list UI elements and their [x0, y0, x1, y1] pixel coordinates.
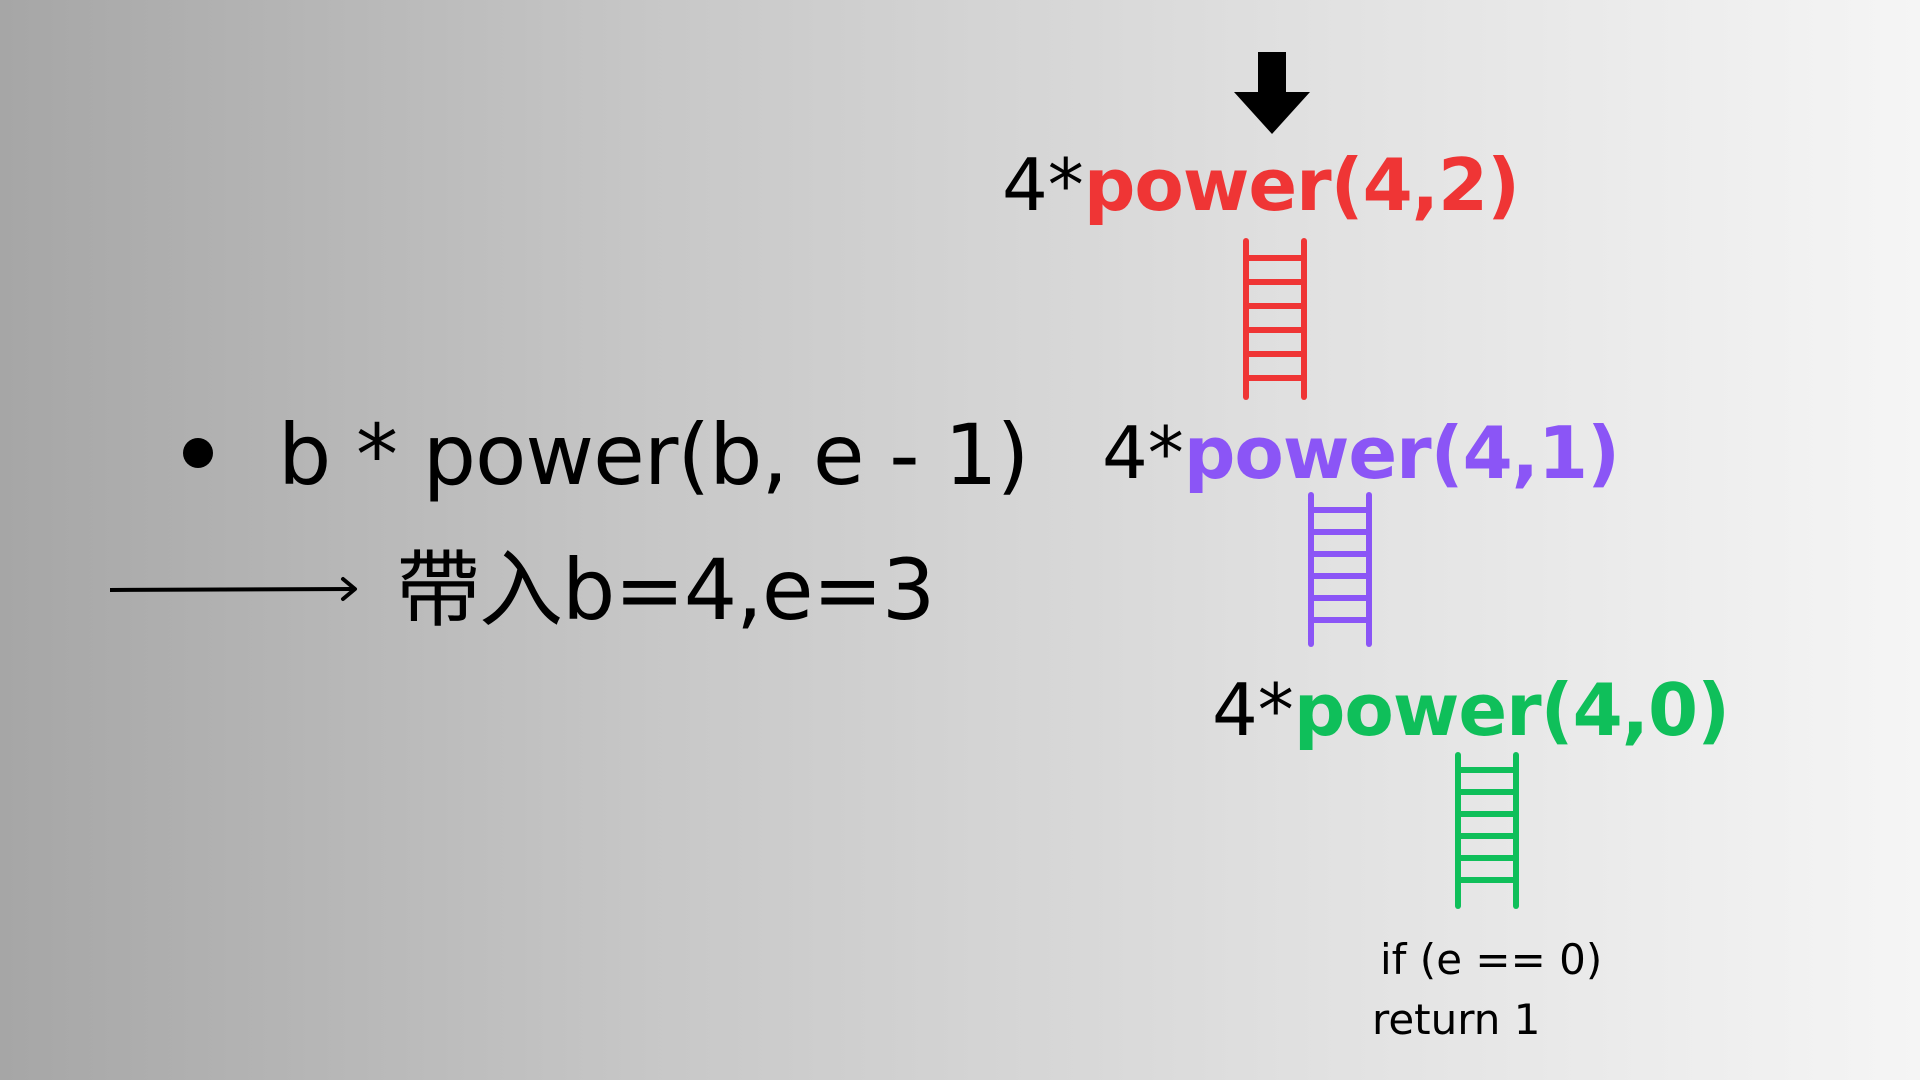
- base-case-condition: if (e == 0): [1380, 935, 1603, 984]
- call-prefix: 4*: [1102, 411, 1184, 495]
- call-function: power(4,0): [1293, 668, 1730, 752]
- call-function: power(4,2): [1083, 143, 1520, 227]
- call-prefix: 4*: [1212, 668, 1294, 752]
- base-case-code: if (e == 0) return 1: [1372, 930, 1603, 1050]
- call-power-4-0: 4*power(4,0): [1212, 665, 1730, 755]
- down-arrow-icon: [1234, 52, 1310, 134]
- recursive-formula: b * power(b, e - 1): [278, 406, 1029, 504]
- call-power-4-1: 4*power(4,1): [1102, 408, 1620, 498]
- right-arrow-icon: [110, 577, 357, 601]
- call-power-4-2: 4*power(4,2): [1002, 140, 1520, 230]
- ladder-icon: [1455, 752, 1519, 909]
- ladder-icon: [1243, 238, 1307, 400]
- bullet-icon: [183, 438, 213, 468]
- base-case-return: return 1: [1372, 995, 1541, 1044]
- call-prefix: 4*: [1002, 143, 1084, 227]
- substitution-text: 帶入b=4,e=3: [396, 541, 935, 639]
- ladder-icon: [1308, 492, 1372, 647]
- call-function: power(4,1): [1183, 411, 1620, 495]
